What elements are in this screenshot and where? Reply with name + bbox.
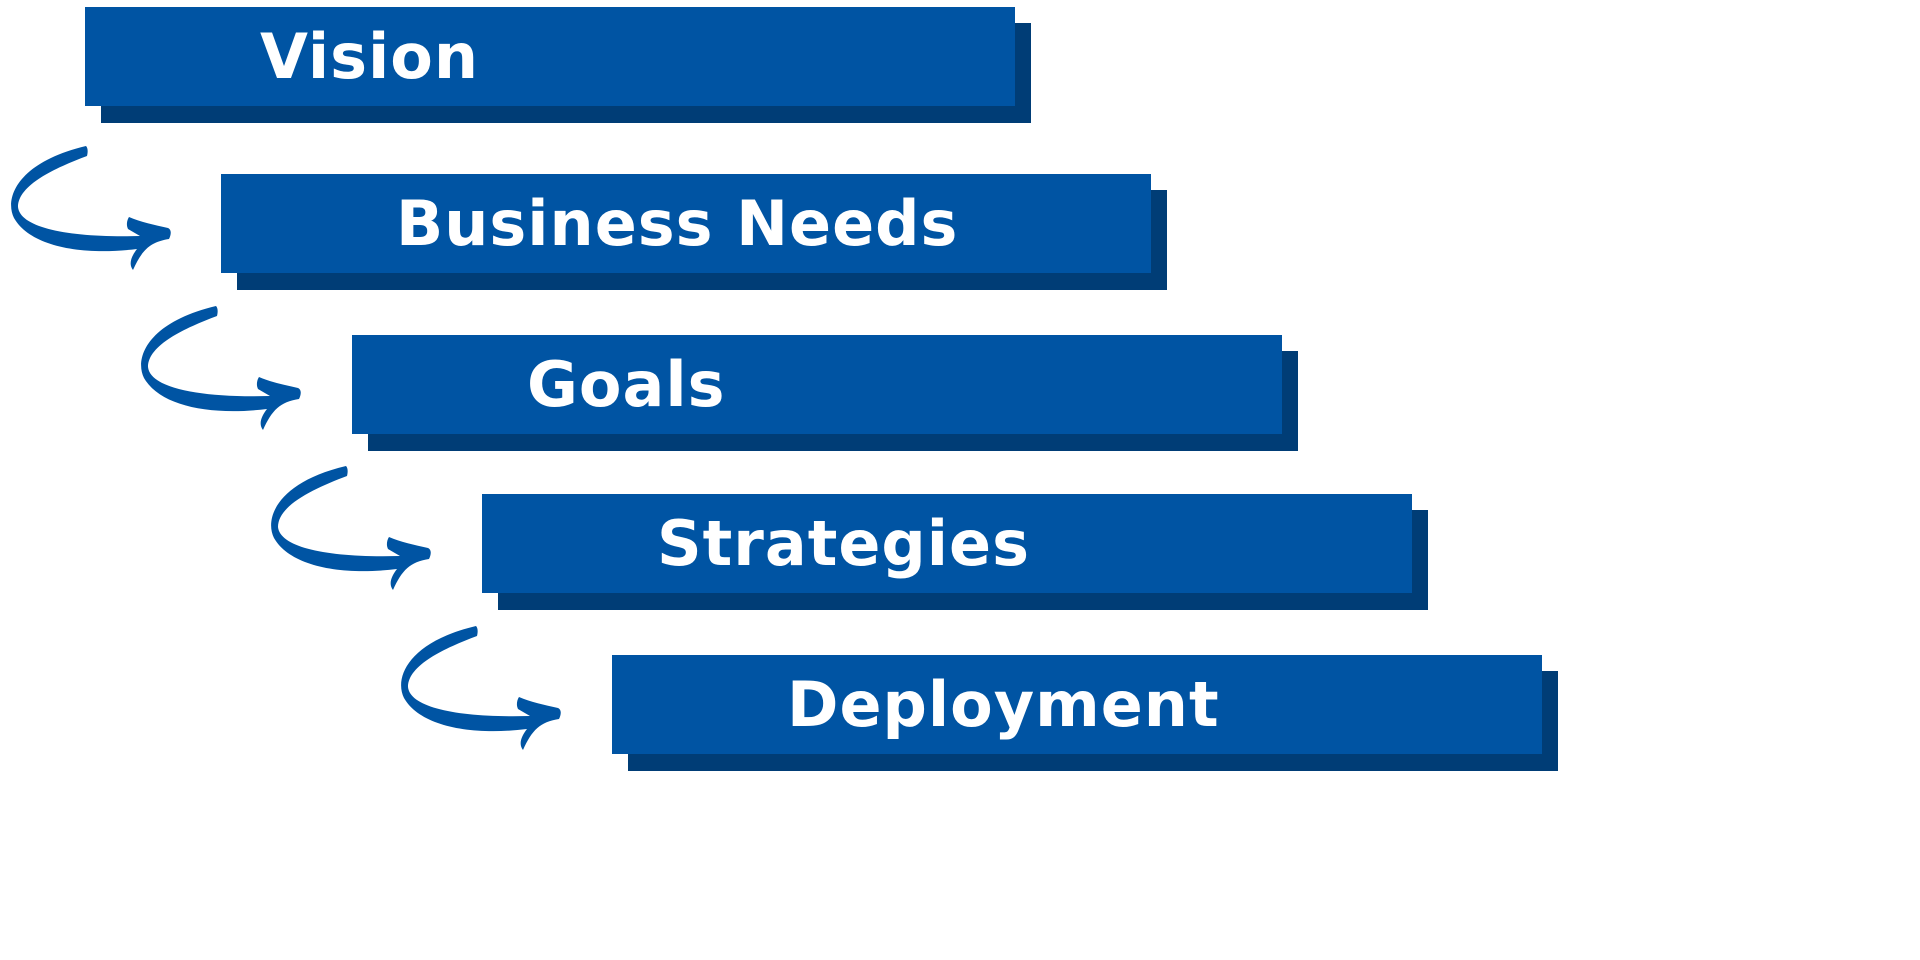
curved-arrow-icon <box>11 146 171 270</box>
step-label: Goals <box>527 348 726 421</box>
step-label: Business Needs <box>396 187 959 260</box>
step-goals: Goals <box>352 335 1298 451</box>
step-label: Vision <box>260 20 480 93</box>
step-box: Business Needs <box>221 174 1151 273</box>
step-box: Deployment <box>612 655 1542 754</box>
step-strategies: Strategies <box>482 494 1428 610</box>
curved-arrow-icon <box>401 626 561 750</box>
curved-arrow-icon <box>271 466 431 590</box>
step-deployment: Deployment <box>612 655 1558 771</box>
step-box: Goals <box>352 335 1282 434</box>
curved-arrow-icon <box>141 306 301 430</box>
step-box: Strategies <box>482 494 1412 593</box>
step-box: Vision <box>85 7 1015 106</box>
step-label: Deployment <box>787 668 1220 741</box>
step-vision: Vision <box>85 7 1031 123</box>
step-label: Strategies <box>657 507 1030 580</box>
step-business-needs: Business Needs <box>221 174 1167 290</box>
